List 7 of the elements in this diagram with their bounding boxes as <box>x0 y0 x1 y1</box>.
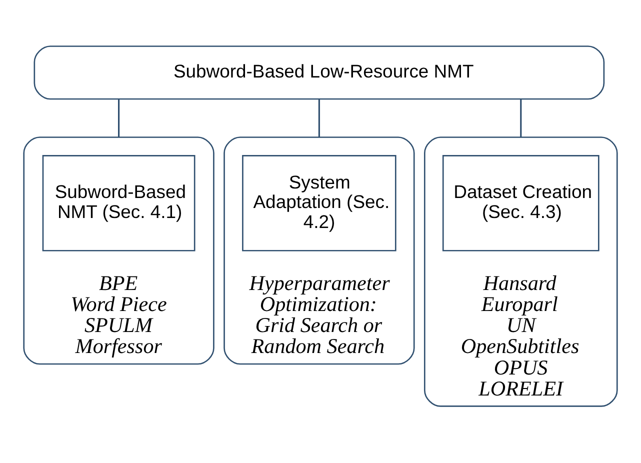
connector <box>118 99 120 138</box>
node-box: Subword-Based Low-Resource NMT <box>34 46 605 100</box>
node-box: Subword-Based NMT (Sec. 4.1) <box>42 155 196 252</box>
connector <box>318 99 320 138</box>
node-box: Dataset Creation (Sec. 4.3) <box>442 155 600 252</box>
node-box: System Adaptation (Sec. 4.2) <box>242 155 396 252</box>
connector <box>520 99 522 138</box>
